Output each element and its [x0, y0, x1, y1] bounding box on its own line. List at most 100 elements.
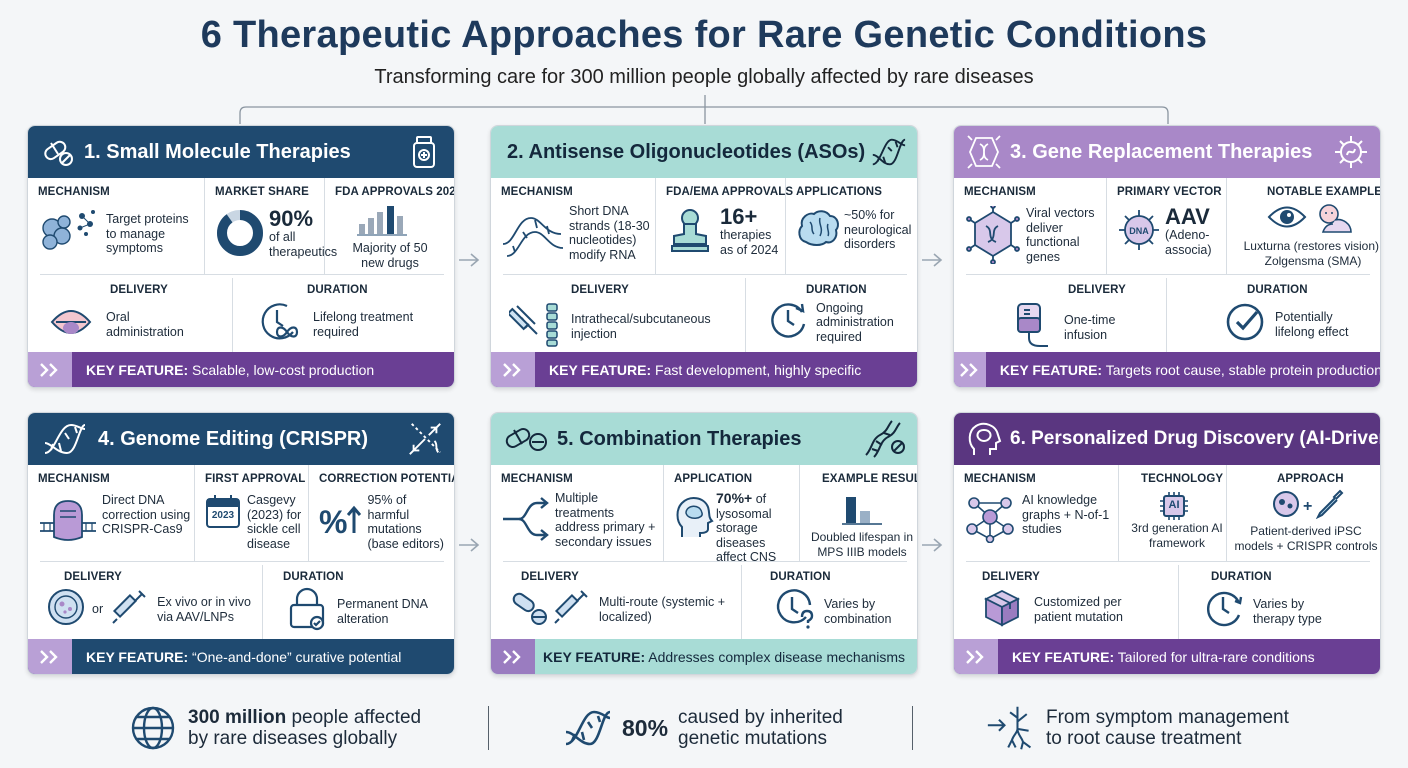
technology-text: 3rd generation AI framework [1131, 521, 1223, 550]
mechanism-text: Short DNA strands (18-30 nucleotides) mo… [569, 204, 650, 262]
delivery-text: Ex vivo or in vivo via AAV/LNPs [157, 595, 251, 624]
delivery-label: DELIVERY [110, 284, 168, 296]
approach-text: Patient-derived iPSC models + CRISPR con… [1234, 524, 1378, 553]
lifespan-bar-icon [840, 491, 917, 530]
pill-icon [40, 134, 76, 170]
mechanism-label: MECHANISM [38, 186, 110, 198]
calendar-year: 2023 [211, 510, 235, 521]
syringe-spine-icon [506, 300, 565, 353]
dna-molecule-icon [861, 420, 907, 458]
duration-label: DURATION [1211, 571, 1272, 583]
delivery-text: Intrathecal/subcutaneous injection [571, 312, 711, 341]
duration-text: Lifelong treatment required [313, 310, 414, 339]
delivery-text: Multi-route (systemic + localized) [599, 595, 726, 624]
iv-bag-icon [1012, 300, 1052, 355]
delivery-label: DELIVERY [1068, 284, 1126, 296]
duration-text: Potentially lifelong effect [1275, 310, 1349, 339]
duration-label: DURATION [283, 571, 344, 583]
delivery-or: or [92, 602, 104, 617]
applications-label: APPLICATIONS [796, 186, 882, 198]
padlock-icon [287, 587, 327, 636]
fda-approvals-label: FDA APPROVALS 2024 [335, 186, 455, 198]
card-title: 3. Gene Replacement Therapies [1010, 140, 1313, 163]
notable-example-text: Luxturna (restores vision), Zolgensma (S… [1243, 239, 1381, 268]
delivery-text: One-time infusion [1064, 313, 1116, 342]
approvals-value: 16+ [720, 204, 758, 229]
stat-text: people affected [286, 707, 422, 728]
key-feature-text: Fast development, highly specific [655, 361, 862, 378]
pill-bottle-icon [406, 133, 444, 171]
package-box-icon [982, 587, 1022, 632]
stat-text-line2: to root cause treatment [1046, 728, 1242, 749]
page-subtitle: Transforming care for 300 million people… [374, 66, 1034, 88]
approach-label: APPROACH [1277, 473, 1344, 485]
flow-arrow-icon [459, 538, 480, 552]
key-feature-text: Targets root cause, stable protein produ… [1105, 361, 1381, 378]
aav-capsid-icon: DNA [1117, 206, 1161, 259]
duration-text: Varies by therapy type [1253, 597, 1322, 626]
pipette-icon [1314, 489, 1344, 524]
virus-icon [1332, 133, 1370, 171]
key-feature-label: KEY FEATURE: [549, 361, 652, 378]
card-combination: 5. Combination Therapies MECHANISM Multi… [490, 412, 918, 675]
mechanism-label: MECHANISM [501, 186, 573, 198]
svg-text:DNA: DNA [1129, 226, 1149, 236]
rna-strand-icon [501, 204, 567, 263]
syringe-icon [551, 587, 591, 632]
duration-label: DURATION [307, 284, 368, 296]
key-feature-label: KEY FEATURE: [86, 648, 189, 665]
key-feature-text: Scalable, low-cost production [192, 361, 375, 378]
delivery-label: DELIVERY [521, 571, 579, 583]
mechanism-label: MECHANISM [964, 186, 1036, 198]
chevron-right-icon [28, 352, 72, 387]
chevron-right-icon [491, 639, 535, 674]
branching-arrows-icon [501, 491, 551, 552]
card-title: 1. Small Molecule Therapies [84, 140, 351, 163]
stat-value: 300 million [188, 707, 287, 728]
arrow-up-icon [347, 505, 362, 540]
duration-label: DURATION [806, 284, 867, 296]
chevron-right-icon [954, 352, 986, 387]
duration-label: DURATION [770, 571, 831, 583]
key-feature: KEY FEATURE: Tailored for ultra-rare con… [998, 649, 1315, 665]
duration-text: Permanent DNA alteration [337, 597, 428, 626]
ai-chip-label: AI [1168, 499, 1180, 511]
key-feature: KEY FEATURE: Fast development, highly sp… [535, 362, 861, 378]
mechanism-label: MECHANISM [38, 473, 110, 485]
mouth-icon [48, 300, 94, 349]
card-title: 6. Personalized Drug Discovery (AI-Drive… [1010, 428, 1381, 449]
gene-helix-icon [966, 134, 1002, 170]
dna-icon [869, 133, 907, 171]
scissors-dna-icon [406, 420, 444, 458]
stat-text: From symptom management [1046, 707, 1289, 728]
key-feature-label: KEY FEATURE: [86, 361, 189, 378]
mechanism-text: Direct DNA correction using CRISPR-Cas9 [102, 493, 191, 536]
clock-question-icon [772, 587, 816, 636]
chevron-right-icon [28, 639, 72, 674]
chevron-right-icon [491, 352, 535, 387]
crispr-cas9-icon [38, 493, 98, 548]
card-small-molecule: 1. Small Molecule Therapies MECHANISM Ta… [27, 125, 455, 388]
dna-icon [562, 703, 612, 753]
stat-value: 80% [622, 714, 669, 741]
fda-approvals-text: Majority of 50 new drugs [352, 241, 428, 270]
duration-text: Varies by combination [824, 597, 892, 626]
mechanism-label: MECHANISM [501, 473, 573, 485]
mechanism-text: Viral vectors deliver functional genes [1026, 206, 1095, 264]
card-personalized-ai: 6. Personalized Drug Discovery (AI-Drive… [953, 412, 1381, 675]
pills-icon [503, 421, 549, 457]
approval-stamp-icon [666, 206, 714, 261]
eye-icon [1267, 202, 1307, 239]
protein-molecule-icon [38, 206, 100, 261]
first-approval-text: Casgevy (2023) for sickle cell disease [247, 493, 302, 551]
correction-potential-label: CORRECTION POTENTIAL [319, 473, 455, 485]
key-feature-label: KEY FEATURE: [999, 361, 1103, 378]
calendar-icon: 2023 [205, 493, 241, 551]
delivery-label: DELIVERY [571, 284, 629, 296]
market-share-value: 90% [269, 206, 314, 231]
key-feature-text: Tailored for ultra-rare conditions [1117, 648, 1315, 665]
key-feature-label: KEY FEATURE: [543, 648, 646, 665]
brain-head-icon [966, 421, 1002, 457]
mechanism-text: Target proteins to manage symptoms [106, 212, 189, 255]
